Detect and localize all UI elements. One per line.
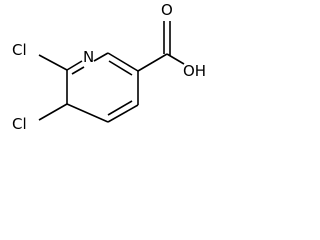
bond-n1-c6-inner [71,66,85,75]
bond-c2-c3 [107,52,139,72]
bond-c4-c5-inner [107,100,133,116]
bond-c6-cl [38,54,68,71]
atom-label-nitrogen: N [83,48,94,66]
bond-c4-c5 [107,104,139,123]
atom-label-hydroxyl: OH [183,62,206,80]
bond-n1-c2 [93,52,109,62]
atom-label-oxygen-carbonyl: O [161,1,173,19]
chemical-structure-diagram: N O OH Cl Cl [12,1,206,133]
bond-c5-c6 [66,103,109,123]
atom-label-chlorine-5: Cl [12,115,27,133]
bond-c2-c3-inner [108,60,133,76]
bond-n1-c6 [66,60,83,71]
atom-label-chlorine-6: Cl [12,41,27,59]
bond-c-oh [166,53,185,65]
bond-c3-ccooh [137,53,168,72]
bond-c5-cl [38,103,68,121]
